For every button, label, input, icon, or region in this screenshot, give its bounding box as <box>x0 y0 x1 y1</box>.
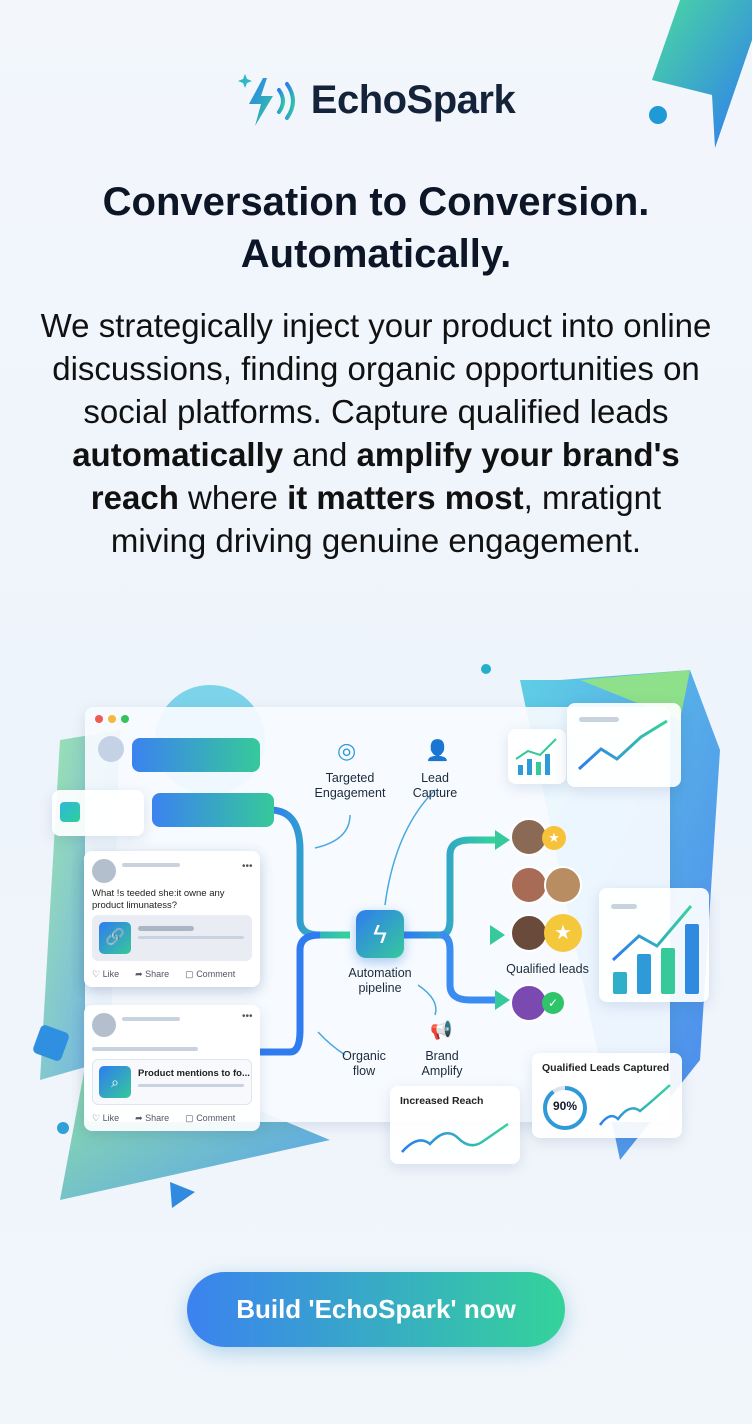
headline-line-1: Conversation to Conversion. <box>102 180 650 224</box>
post-text-placeholder <box>92 1047 198 1051</box>
desc-bold: it matters most <box>287 479 524 516</box>
chat-bubble <box>152 793 274 827</box>
mention-preview[interactable]: ⌕ Product mentions to fo... <box>92 1059 252 1105</box>
post-avatar <box>92 859 116 883</box>
label-brand-amplify: Brand Amplify <box>421 1049 463 1078</box>
desc-text: where <box>178 479 288 516</box>
lead-avatar <box>510 914 548 952</box>
star-icon: ★ <box>544 914 582 952</box>
brand-name: EchoSpark <box>310 77 516 122</box>
comment-label: Comment <box>196 1113 236 1123</box>
post-text: What !s teeded she:it owne any product l… <box>92 888 225 911</box>
post-username-placeholder <box>122 1017 180 1021</box>
label-organic-flow: Organic flow <box>342 1049 386 1078</box>
brand-logo: EchoSpark <box>0 70 752 130</box>
desc-bold: automatically <box>72 436 284 473</box>
label-lead-capture: Lead Capture <box>412 771 458 800</box>
like-button[interactable]: ♡ Like <box>92 969 120 979</box>
lead-avatar <box>544 866 582 904</box>
user-check-icon: 👤 <box>425 740 450 762</box>
lightning-shape-decoration <box>649 0 752 148</box>
preview-line <box>138 936 244 939</box>
progress-ring <box>543 1086 587 1130</box>
post-actions: ♡ Like ➦ Share ▢ Comment <box>84 1113 243 1124</box>
bar-chart-card <box>508 729 566 784</box>
desc-bold: amplify your brand's reach <box>90 436 680 516</box>
comment-button[interactable]: ▢ Comment <box>185 969 236 979</box>
trend-line-icon <box>577 719 668 771</box>
description: We strategically inject your product int… <box>40 304 712 562</box>
chat-bubble-card <box>52 790 144 836</box>
like-label: Like <box>102 1113 120 1123</box>
reach-card-title: Increased Reach <box>400 1095 484 1107</box>
label-qualified-leads: Qualified leads <box>506 962 589 976</box>
desc-text: , mratignt miving driving genuine engage… <box>110 479 662 559</box>
check-badge-icon: ✓ <box>542 992 564 1014</box>
post-avatar <box>92 1013 116 1037</box>
social-post-2: ••• ⌕ Product mentions to fo... ♡ Like ➦… <box>84 1005 260 1131</box>
star-badge-icon: ★ <box>542 826 566 850</box>
growth-title-placeholder <box>611 904 637 909</box>
desc-text: We strategically inject your product int… <box>40 307 712 430</box>
comment-button[interactable]: ▢ Comment <box>185 1113 236 1123</box>
leads-card-title: Qualified Leads Captured <box>542 1062 670 1074</box>
lead-avatar <box>510 866 548 904</box>
trend-card <box>567 703 681 787</box>
target-icon: ◎ <box>337 738 357 763</box>
spark-logo-icon <box>237 74 295 126</box>
mention-text: Product mentions to fo... <box>138 1068 250 1079</box>
preview-line <box>138 1084 244 1087</box>
post-actions: ♡ Like ➦ Share ▢ Comment <box>84 969 243 980</box>
share-button[interactable]: ➦ Share <box>135 969 170 979</box>
bar-chart-icon <box>515 738 557 775</box>
link-preview[interactable]: 🔗 <box>92 915 252 961</box>
social-post-1: ••• What !s teeded she:it owne any produ… <box>84 851 260 987</box>
more-options-icon[interactable]: ••• <box>242 1011 253 1022</box>
reach-line-chart <box>401 1122 509 1153</box>
app-icon <box>60 802 80 822</box>
share-button[interactable]: ➦ Share <box>135 1113 170 1123</box>
growth-bar-chart-icon <box>611 905 699 994</box>
minimize-dot[interactable] <box>108 715 116 723</box>
trend-card-title-placeholder <box>579 717 619 722</box>
share-label: Share <box>145 1113 170 1123</box>
like-button[interactable]: ♡ Like <box>92 1113 120 1123</box>
qualified-leads-card: Qualified Leads Captured 90% <box>532 1053 682 1138</box>
label-automation-pipeline: Automation pipeline <box>348 966 412 995</box>
leads-percent: 90% <box>552 1099 578 1113</box>
preview-line <box>138 926 194 931</box>
post-username-placeholder <box>122 863 180 867</box>
label-targeted-engagement: Targeted Engagement <box>314 771 386 800</box>
chat-bubble <box>132 738 260 772</box>
share-label: Share <box>145 969 170 979</box>
headline-line-2: Automatically. <box>240 232 512 276</box>
window-controls <box>95 715 129 723</box>
more-options-icon[interactable]: ••• <box>242 861 253 872</box>
comment-label: Comment <box>196 969 236 979</box>
megaphone-icon: 📢 <box>430 1020 453 1040</box>
build-echospark-button[interactable]: Build 'EchoSpark' now <box>187 1272 565 1347</box>
page-headline: Conversation to Conversion. Automaticall… <box>0 176 752 280</box>
desc-text: and <box>283 436 357 473</box>
maximize-dot[interactable] <box>121 715 129 723</box>
search-clipboard-icon: ⌕ <box>99 1066 131 1098</box>
link-icon: 🔗 <box>99 922 131 954</box>
increased-reach-card: Increased Reach <box>390 1086 520 1164</box>
like-label: Like <box>102 969 120 979</box>
automation-lightning-icon: ϟ <box>356 910 404 958</box>
close-dot[interactable] <box>95 715 103 723</box>
growth-chart-card <box>599 888 709 1002</box>
flow-diagram <box>260 789 510 1056</box>
user-avatar-icon <box>98 736 124 762</box>
leads-line-chart <box>598 1084 671 1126</box>
